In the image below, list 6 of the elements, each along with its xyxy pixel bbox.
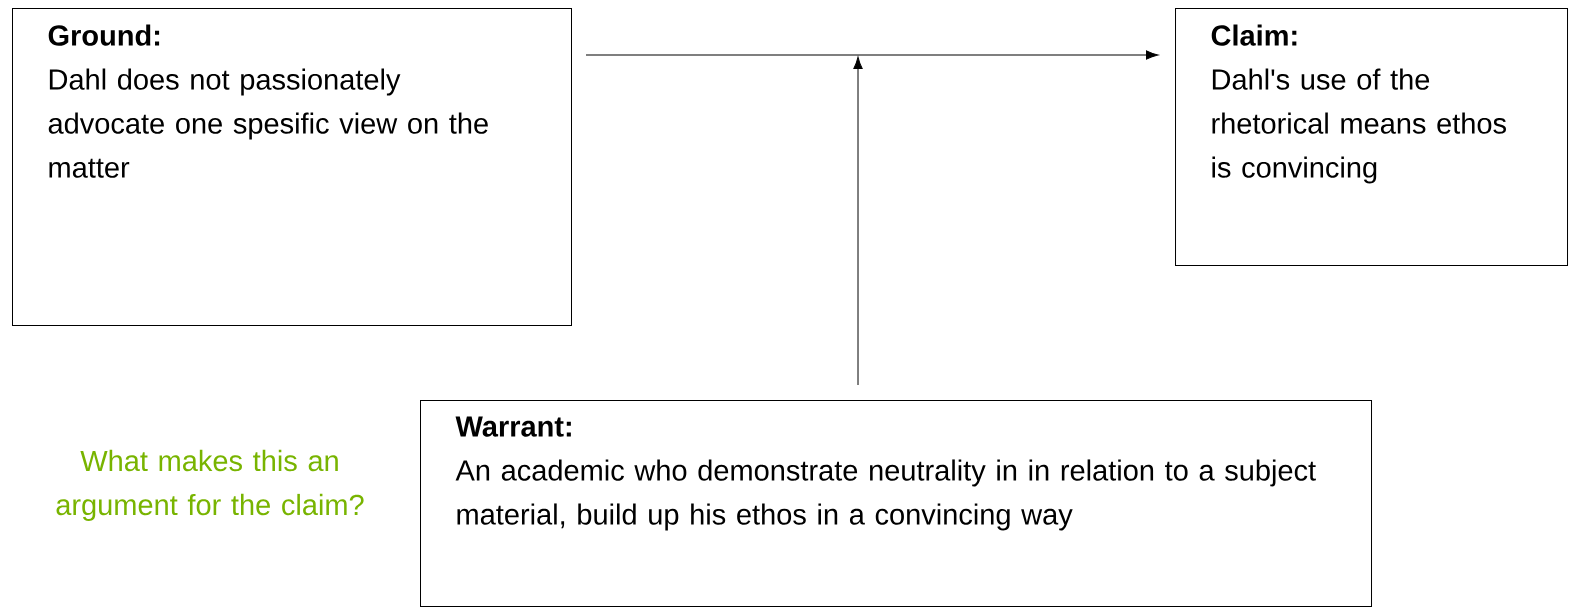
- arrow: [585, 50, 1159, 60]
- question-note: What makes this an argument for the claim?: [56, 449, 364, 521]
- warrant-box: Warrant: An academic who demonstrate neutrality in in relation to a subject material, build up his ethos in a convincing way: [420, 400, 1372, 607]
- claim-box: Claim: Dahl's use of the rhetorical means ethos is convincing: [1175, 8, 1568, 266]
- arrow: [853, 56, 863, 386]
- ground-box: Ground: Dahl does not passionately advocate one spesific view on the matter: [12, 8, 572, 326]
